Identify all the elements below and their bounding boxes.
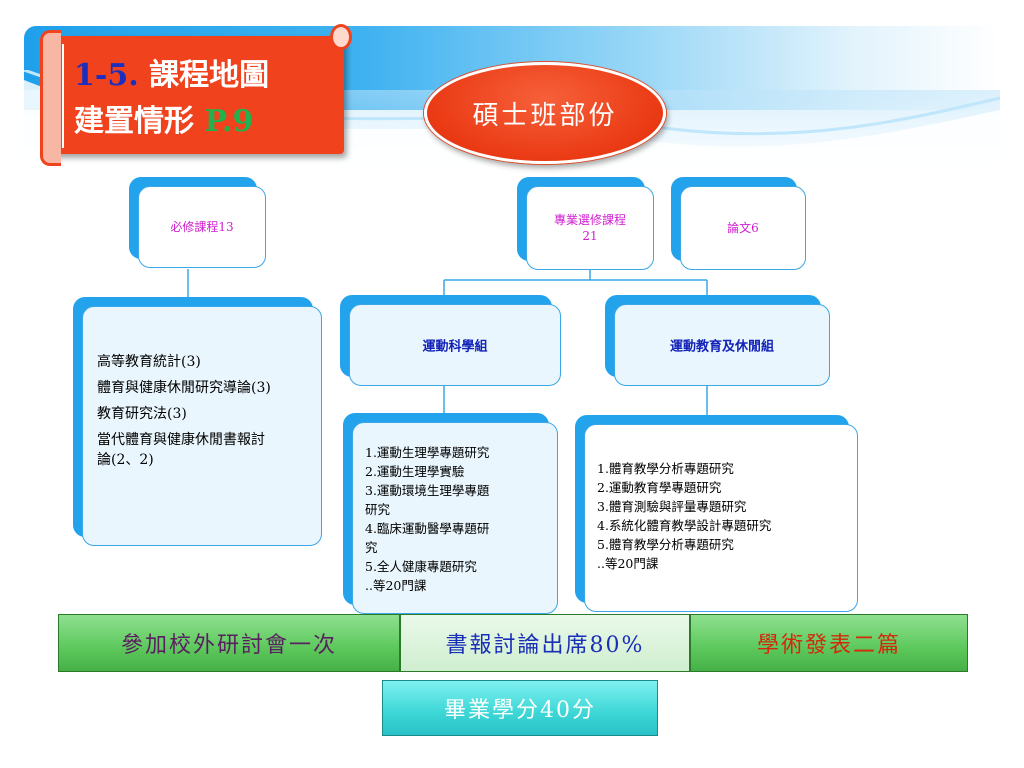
- sport-science-group-label: 運動科學組: [422, 339, 488, 355]
- list-item: 1.體育教學分析專題研究: [597, 461, 734, 476]
- list-item: 高等教育統計(3): [97, 354, 201, 370]
- section-label-ellipse: 碩士班部份: [424, 62, 666, 164]
- requirement-publications: 學術發表二篇: [690, 614, 968, 672]
- list-item: 教育研究法(3): [97, 406, 187, 422]
- elective-courses-box: 專業選修課程 21: [526, 186, 654, 270]
- page-title-line1: 1-5. 課程地圖: [74, 58, 270, 93]
- list-item: 5.全人健康專題研究: [365, 559, 477, 574]
- list-item: 4.系統化體育教學設計專題研究: [597, 518, 772, 533]
- list-item: 5.體育教學分析專題研究: [597, 537, 734, 552]
- section-label: 碩士班部份: [472, 100, 618, 131]
- requirement-seminar-attendance: 書報討論出席80%: [400, 614, 690, 672]
- requirement-conference: 參加校外研討會一次: [58, 614, 400, 672]
- graduation-credits-box: 畢業學分40分: [382, 680, 658, 736]
- thesis-label: 論文6: [727, 221, 759, 235]
- sport-education-course-list: 1.體育教學分析專題研究 2.運動教育學專題研究 3.體育測驗與評量專題研究 4…: [597, 459, 855, 573]
- page-title-line2: 建置情形 P.9: [74, 104, 254, 139]
- list-item: 2.運動生理學實驗: [365, 464, 465, 479]
- graduation-credits-label: 畢業學分40分: [444, 698, 596, 723]
- sport-education-course-list-box: 1.體育教學分析專題研究 2.運動教育學專題研究 3.體育測驗與評量專題研究 4…: [584, 424, 858, 612]
- sport-science-course-list: 1.運動生理學專題研究 2.運動生理學實驗 3.運動環境生理學專題 研究 4.臨…: [365, 443, 555, 595]
- list-item: 體育與健康休閒研究導論(3): [97, 380, 271, 396]
- list-item: 4.臨床運動醫學專題研 究: [365, 521, 490, 555]
- list-item: 1.運動生理學專題研究: [365, 445, 490, 460]
- list-item: ..等20門課: [597, 556, 659, 571]
- sport-education-group-box: 運動教育及休閒組: [614, 304, 830, 386]
- sport-science-course-list-box: 1.運動生理學專題研究 2.運動生理學實驗 3.運動環境生理學專題 研究 4.臨…: [352, 422, 558, 614]
- list-item: 2.運動教育學專題研究: [597, 480, 722, 495]
- elective-courses-label: 專業選修課程 21: [553, 213, 626, 243]
- page-reference: P.9: [204, 104, 254, 139]
- list-item: 當代體育與健康休閒書報討 論(2、2): [97, 432, 265, 468]
- sport-science-group-box: 運動科學組: [349, 304, 561, 386]
- list-item: 3.運動環境生理學專題 研究: [365, 483, 490, 517]
- title-scroll: 1-5. 課程地圖 建置情形 P.9: [40, 24, 352, 166]
- thesis-box: 論文6: [680, 186, 806, 270]
- required-courses-box: 必修課程13: [138, 186, 266, 268]
- list-item: 3.體育測驗與評量專題研究: [597, 499, 747, 514]
- list-item: ..等20門課: [365, 578, 427, 593]
- required-courses-label: 必修課程13: [170, 220, 234, 234]
- sport-education-group-label: 運動教育及休閒組: [669, 339, 774, 355]
- required-course-list: 高等教育統計(3) 體育與健康休閒研究導論(3) 教育研究法(3) 當代體育與健…: [97, 349, 313, 470]
- required-course-list-box: 高等教育統計(3) 體育與健康休閒研究導論(3) 教育研究法(3) 當代體育與健…: [82, 306, 322, 546]
